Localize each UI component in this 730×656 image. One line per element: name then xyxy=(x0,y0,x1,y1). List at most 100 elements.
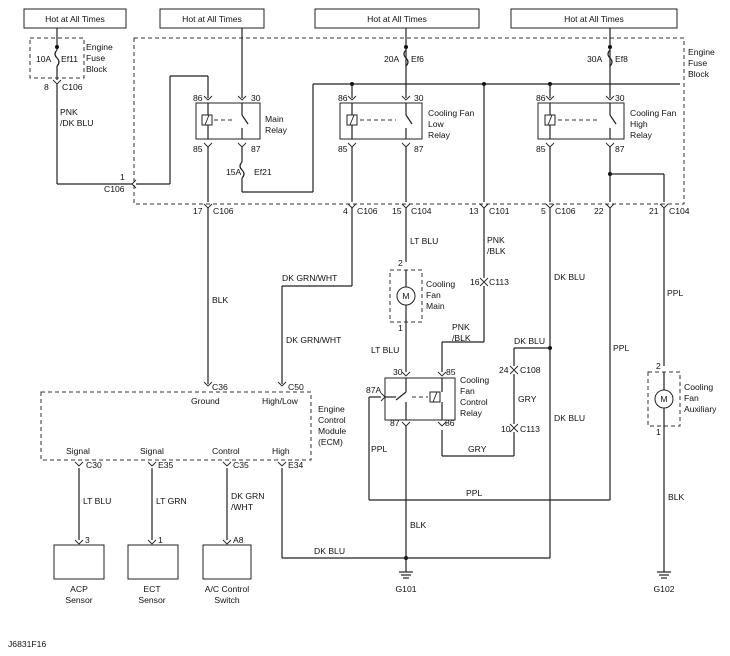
wire-label-lt-blu1: LT BLU xyxy=(410,236,438,246)
g101-label: G101 xyxy=(395,584,416,594)
fuse-ef6: 20A Ef6 xyxy=(384,45,424,67)
fan-aux-motor-symbol: M xyxy=(660,394,667,404)
cooling-fan-auxiliary: M xyxy=(647,371,681,427)
power-label-3: Hot at All Times xyxy=(367,14,427,24)
wire-label-ppl2: PPL xyxy=(466,488,482,498)
ecm-high-label: High xyxy=(272,446,290,456)
wire-label-lt-blu-acp: LT BLU xyxy=(83,496,111,506)
connector-c106-1 xyxy=(131,179,137,189)
c106-8-pin: 8 xyxy=(44,82,49,92)
engine-fuse-block-right-outline xyxy=(133,37,685,205)
g102-label: G102 xyxy=(653,584,674,594)
ef11-label: Ef11 xyxy=(61,54,78,64)
c106-1-label: C106 xyxy=(104,184,125,194)
wire-label-lt-blu2: LT BLU xyxy=(371,345,399,355)
wire-label-dk-blu3: DK BLU xyxy=(554,413,585,423)
wire-label-dkgrn-wht3-a: DK GRN xyxy=(231,491,264,501)
control-relay-pin87: 87 xyxy=(390,418,400,428)
ef11-rating: 10A xyxy=(36,54,52,64)
ect-label-2: Sensor xyxy=(138,595,165,605)
main-relay-label-1: Main xyxy=(265,114,284,124)
wire-label-blk1: BLK xyxy=(212,295,229,305)
wire-label-pnk-blk2-a: PNK xyxy=(452,322,470,332)
power-box-1: Hot at All Times xyxy=(23,8,127,29)
c106-5-label: C106 xyxy=(555,206,576,216)
ef8-label: Ef8 xyxy=(615,54,628,64)
main-relay-pin86: 86 xyxy=(193,93,203,103)
acp-label-1: ACP xyxy=(70,584,88,594)
wire-label-dkgrn-wht2: DK GRN/WHT xyxy=(286,335,342,345)
c104-15-label: C104 xyxy=(411,206,432,216)
c104-21-label: C104 xyxy=(669,206,690,216)
c113-10-pin: 10 xyxy=(501,424,511,434)
power-box-2: Hot at All Times xyxy=(159,8,265,29)
ecm-outline xyxy=(40,391,312,461)
acp-pin: 3 xyxy=(85,535,90,545)
fan-main-pin2: 2 xyxy=(398,258,403,268)
power-label-2: Hot at All Times xyxy=(182,14,242,24)
low-relay-label-2: Low xyxy=(428,119,445,129)
wire-label-ppl1: PPL xyxy=(371,444,387,454)
low-relay-pin87: 87 xyxy=(414,144,424,154)
fuse-ef8: 30A Ef8 xyxy=(587,45,628,67)
c106-17-label: C106 xyxy=(213,206,234,216)
high-relay-pin87: 87 xyxy=(615,144,625,154)
fan-aux-pin1: 1 xyxy=(656,427,661,437)
wire-label-ppl4: PPL xyxy=(667,288,683,298)
ecm-label-2: Control xyxy=(318,415,346,425)
ecm-control-label: Control xyxy=(212,446,240,456)
ef8-rating: 30A xyxy=(587,54,603,64)
control-relay-87a-connector xyxy=(380,392,386,402)
control-relay-pin30: 30 xyxy=(393,367,403,377)
wire-label-pnk-blk1-b: /BLK xyxy=(487,246,506,256)
fuse-ef21: 15A Ef21 xyxy=(226,161,272,192)
c104-22-pin: 22 xyxy=(594,206,604,216)
ac-switch-label-1: A/C Control xyxy=(205,584,250,594)
high-relay-pin86: 86 xyxy=(536,93,546,103)
main-relay-pin85: 85 xyxy=(193,144,203,154)
connector-c113-16 xyxy=(479,277,489,287)
wire-label-lt-grn: LT GRN xyxy=(156,496,187,506)
cooling-fan-main: M xyxy=(389,269,423,323)
wire-label-dk-blu2: DK BLU xyxy=(514,336,545,346)
wire-label-gry2: GRY xyxy=(468,444,487,454)
acp-label-2: Sensor xyxy=(65,595,92,605)
e35-label: E35 xyxy=(158,460,174,470)
c113-16-label: C113 xyxy=(489,277,509,287)
wire-label-pnk: PNK xyxy=(60,107,78,117)
high-relay-connectors xyxy=(545,95,615,148)
ground-g101 xyxy=(399,571,413,579)
power-box-3: Hot at All Times xyxy=(314,8,480,29)
ecm-signal1-label: Signal xyxy=(66,446,90,456)
fan-main-motor-symbol: M xyxy=(402,291,409,301)
c36-label: C36 xyxy=(212,382,228,392)
main-relay-pin30: 30 xyxy=(251,93,261,103)
main-relay xyxy=(195,102,261,140)
acp-sensor xyxy=(53,539,105,580)
fuse-block-right-label-3: Block xyxy=(688,69,710,79)
control-relay-pin86: 86 xyxy=(445,418,455,428)
control-relay-pin85: 85 xyxy=(446,367,456,377)
high-relay-pin30: 30 xyxy=(615,93,625,103)
ac-switch-label-2: Switch xyxy=(214,595,240,605)
high-relay-pin85: 85 xyxy=(536,144,546,154)
c108-24-pin: 24 xyxy=(499,365,509,375)
ecm-top-connectors xyxy=(203,381,287,387)
ac-control-switch xyxy=(202,539,252,580)
ecm-signal2-label: Signal xyxy=(140,446,164,456)
high-relay-label-2: High xyxy=(630,119,648,129)
c101-13-pin: 13 xyxy=(469,206,479,216)
fan-aux-label-2: Fan xyxy=(684,393,699,403)
control-relay-label-1: Cooling xyxy=(460,375,489,385)
cooling-fan-high-relay xyxy=(537,102,625,140)
power-label-4: Hot at All Times xyxy=(564,14,624,24)
cooling-fan-low-relay xyxy=(339,102,423,140)
ef21-label: Ef21 xyxy=(254,167,272,177)
main-relay-bottom-connectors xyxy=(203,142,247,148)
c108-24-label: C108 xyxy=(520,365,541,375)
fan-main-pin1: 1 xyxy=(398,323,403,333)
fan-main-label-1: Cooling xyxy=(426,279,455,289)
c106-1-pin: 1 xyxy=(120,172,125,182)
